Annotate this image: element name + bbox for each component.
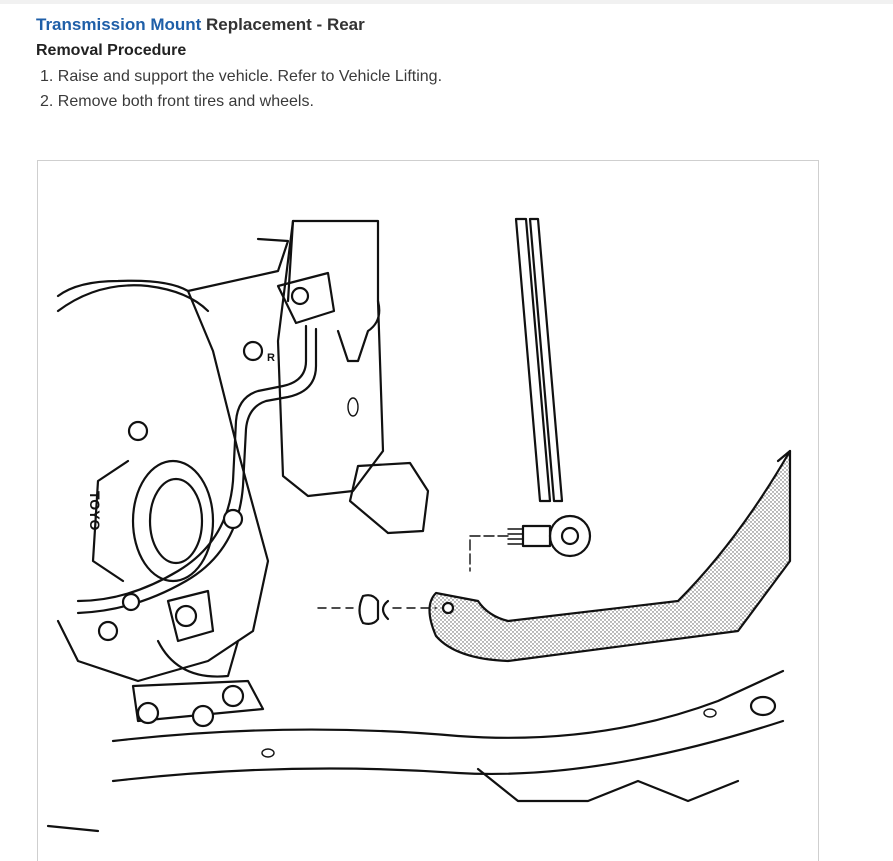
transmission-mount-link[interactable]: Transmission Mount bbox=[36, 15, 202, 34]
page-title: Transmission Mount Replacement - Rear bbox=[36, 14, 873, 36]
caliper-marking: TOYO bbox=[87, 491, 103, 531]
steering-knuckle: TOYO bbox=[56, 237, 290, 683]
strut-assembly: R bbox=[267, 219, 430, 535]
top-rule bbox=[0, 0, 893, 4]
strut-marking: R bbox=[267, 352, 275, 364]
ball-joint bbox=[131, 589, 265, 728]
step-text: Remove both front tires and wheels. bbox=[57, 93, 314, 110]
stabilizer-bar bbox=[428, 449, 792, 663]
suspension-illustration: R TOYO bbox=[37, 160, 819, 861]
step-item: 1. Raise and support the vehicle. Refer … bbox=[40, 64, 873, 89]
title-rest: Replacement - Rear bbox=[201, 15, 365, 34]
step-item: 2. Remove both front tires and wheels. bbox=[40, 89, 873, 114]
brake-hose bbox=[76, 271, 336, 615]
stabilizer-link bbox=[469, 217, 592, 572]
step-number: 2. bbox=[40, 93, 54, 110]
document-header: Transmission Mount Replacement - Rear Re… bbox=[36, 14, 873, 114]
suspension-line-drawing: R TOYO bbox=[46, 217, 792, 833]
procedure-steps: 1. Raise and support the vehicle. Refer … bbox=[36, 64, 873, 114]
lower-control-arm bbox=[46, 669, 785, 833]
section-heading: Removal Procedure bbox=[36, 42, 187, 59]
stabilizer-nut bbox=[317, 594, 437, 625]
step-text: Raise and support the vehicle. Refer to … bbox=[57, 68, 443, 85]
step-number: 1. bbox=[40, 68, 54, 85]
